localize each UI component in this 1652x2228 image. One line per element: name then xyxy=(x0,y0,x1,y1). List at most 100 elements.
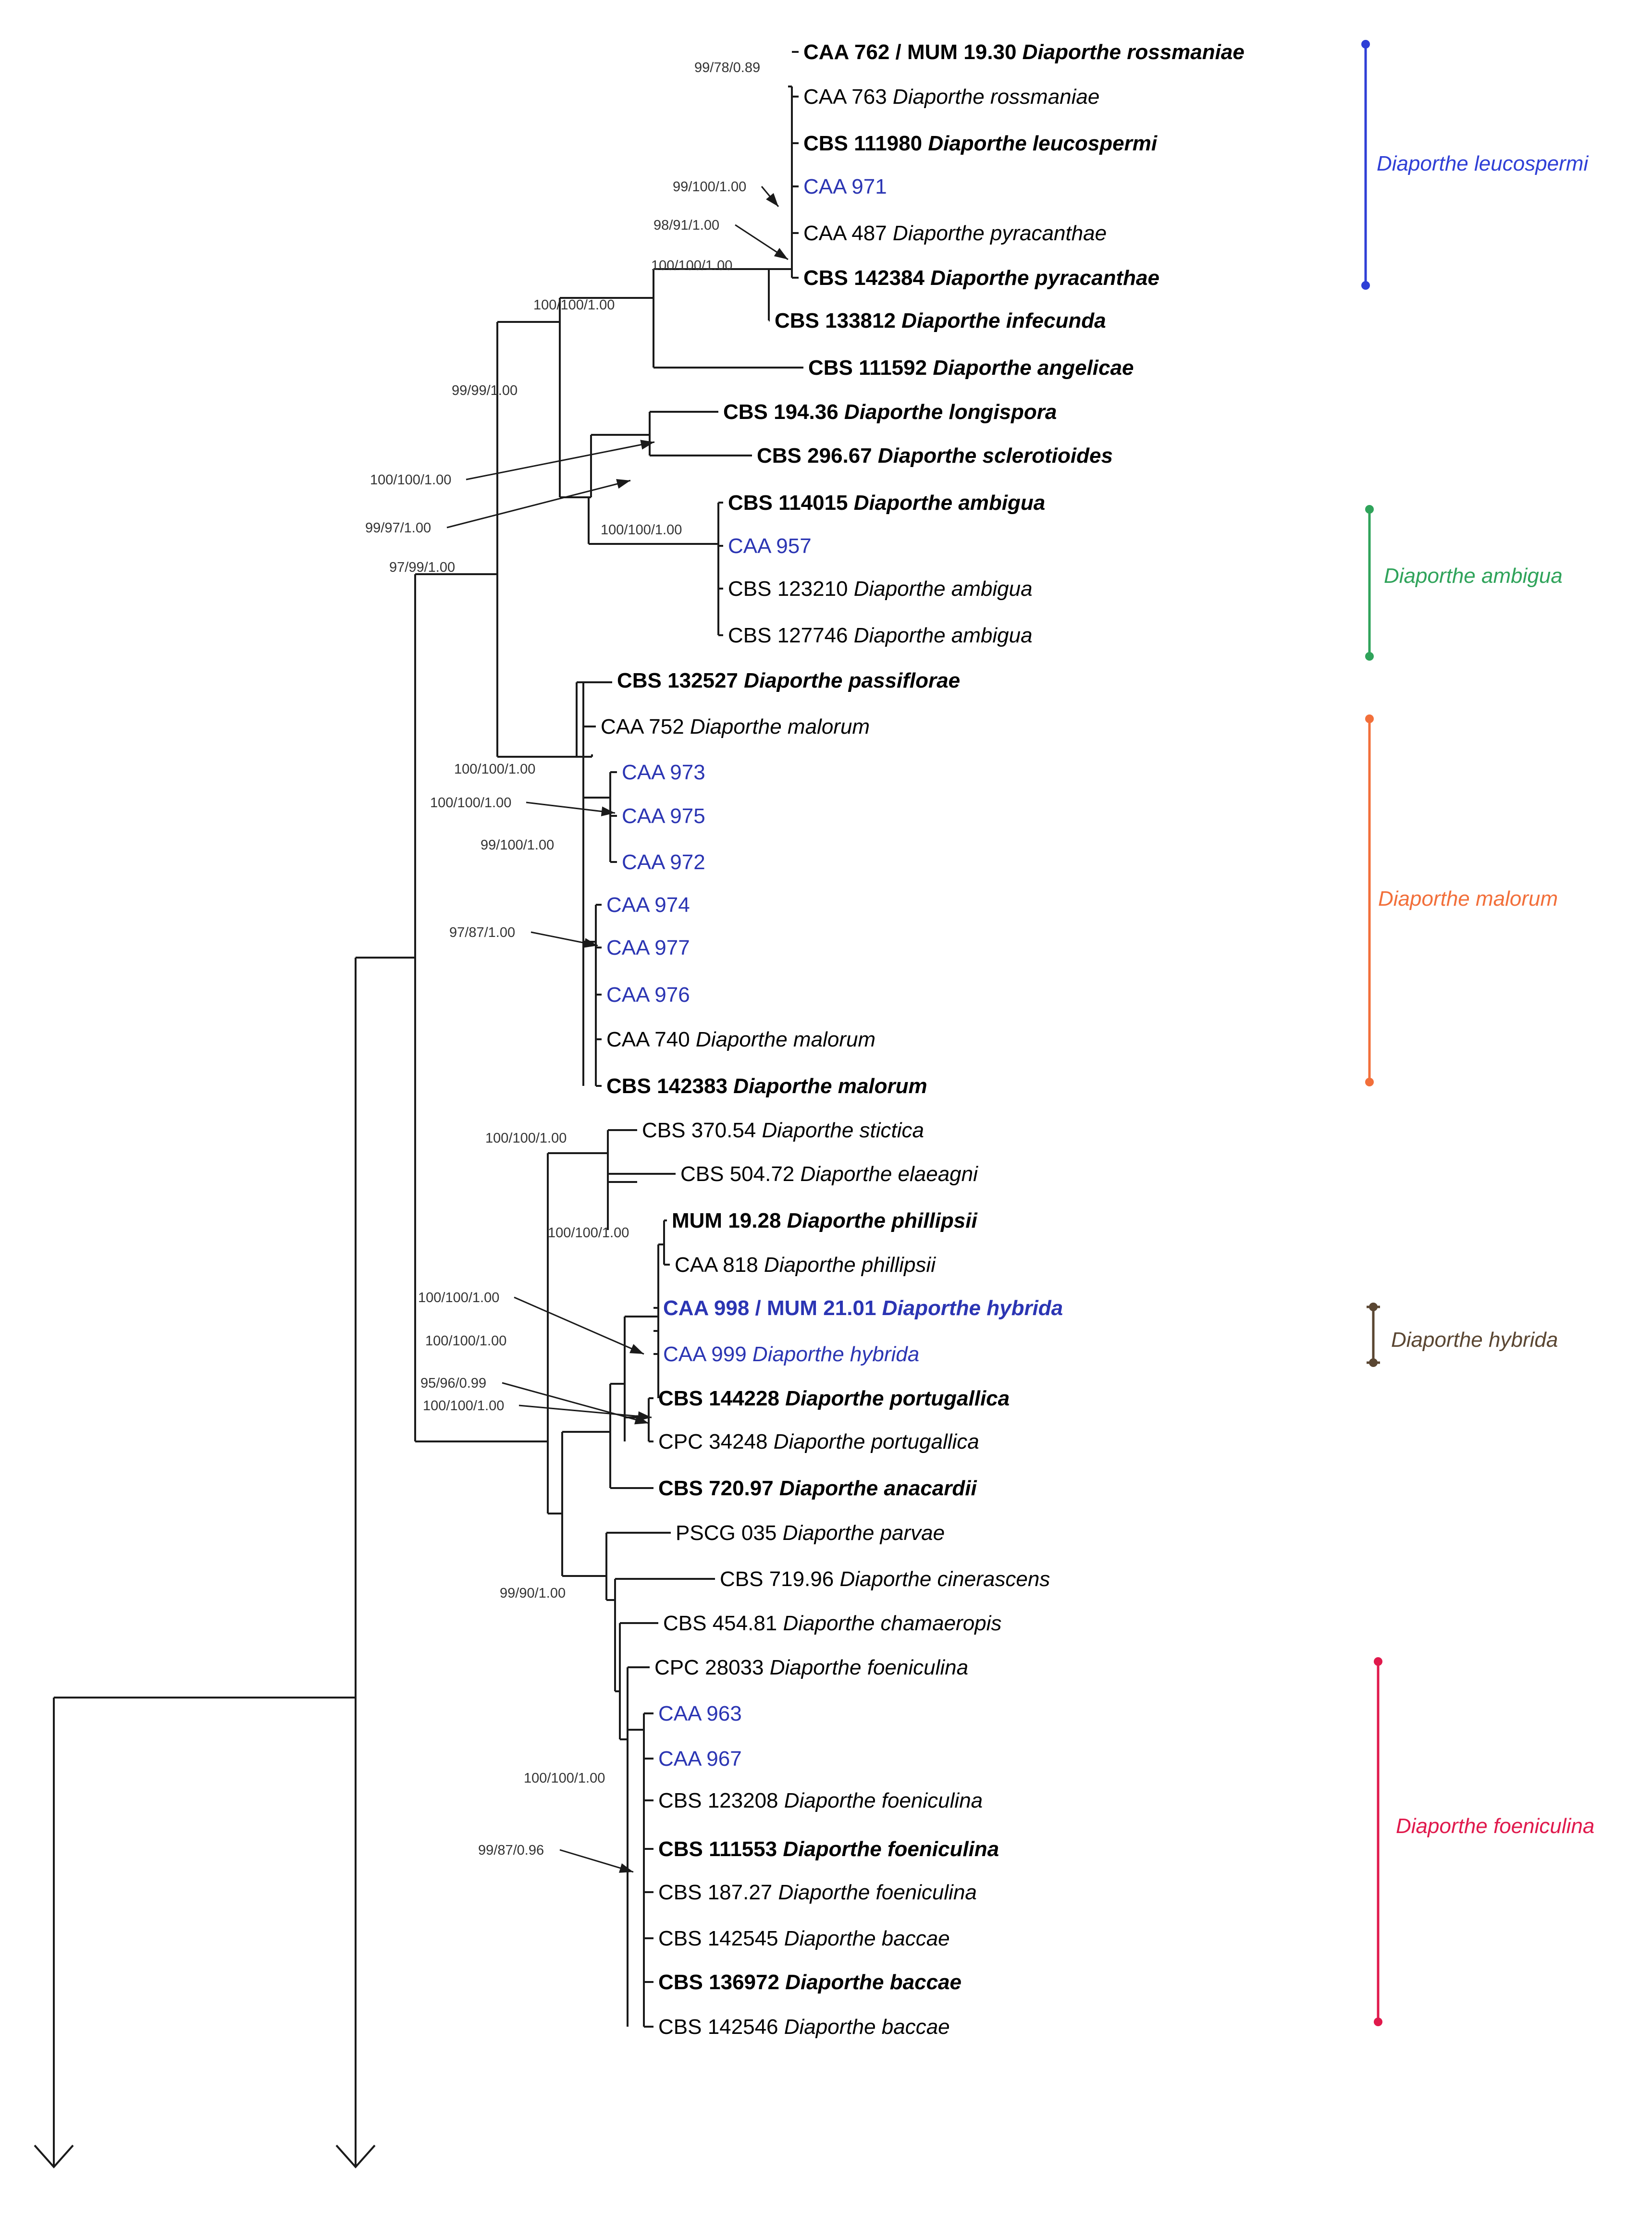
tip-label: CAA 972 xyxy=(622,850,705,874)
tip-species: Diaporthe rossmaniae xyxy=(1016,40,1244,64)
tip-label: CAA 977 xyxy=(606,936,690,960)
tip-label: CAA 967 xyxy=(658,1747,742,1771)
tip-label: CBS 123210 Diaporthe ambigua xyxy=(728,577,1033,601)
arrowhead-icon xyxy=(774,247,788,259)
tip-species: Diaporthe infecunda xyxy=(896,309,1106,332)
tip-species: Diaporthe chamaeropis xyxy=(777,1612,1001,1635)
arrowhead-icon xyxy=(766,193,778,207)
tip-code: CAA 963 xyxy=(658,1702,742,1725)
tip-species: Diaporthe ambigua xyxy=(848,577,1033,601)
support-value: 100/100/1.00 xyxy=(454,762,535,777)
tip-label: CBS 370.54 Diaporthe stictica xyxy=(642,1119,924,1142)
tip-label: CAA 752 Diaporthe malorum xyxy=(601,715,870,739)
tip-code: CBS 187.27 xyxy=(658,1881,772,1904)
support-value: 98/91/1.00 xyxy=(653,218,719,233)
tip-labels: CAA 762 / MUM 19.30 Diaporthe rossmaniae… xyxy=(601,40,1245,2039)
arrowhead-icon xyxy=(638,1411,652,1421)
support-value: 99/78/0.89 xyxy=(694,60,760,75)
tip-species: Diaporthe portugallica xyxy=(767,1430,979,1453)
tip-label: CBS 454.81 Diaporthe chamaeropis xyxy=(663,1612,1001,1635)
tip-label: CBS 132527 Diaporthe passiflorae xyxy=(617,669,960,692)
tip-species: Diaporthe baccae xyxy=(778,1927,950,1950)
tip-label: CAA 975 xyxy=(622,804,705,828)
support-value: 99/100/1.00 xyxy=(481,837,554,853)
tip-code: CAA 967 xyxy=(658,1747,742,1771)
tip-label: MUM 19.28 Diaporthe phillipsii xyxy=(672,1209,977,1232)
tip-code: CAA 977 xyxy=(606,936,690,960)
arrowhead-icon xyxy=(629,1344,644,1354)
tip-species: Diaporthe leucospermi xyxy=(922,132,1158,155)
tip-code: CBS 142546 xyxy=(658,2015,778,2039)
support-value: 99/90/1.00 xyxy=(500,1586,566,1601)
clade-label: Diaporthe foeniculina xyxy=(1396,1814,1594,1838)
tip-label: CPC 34248 Diaporthe portugallica xyxy=(658,1430,979,1453)
tip-species: Diaporthe pyracanthae xyxy=(887,222,1107,245)
tip-label: CBS 719.96 Diaporthe cinerascens xyxy=(720,1567,1050,1591)
support-value: 100/100/1.00 xyxy=(524,1771,605,1786)
support-value: 100/100/1.00 xyxy=(548,1225,629,1241)
tip-label: CAA 971 xyxy=(803,175,887,198)
down-arrow-icon xyxy=(34,2144,74,2169)
tip-label: CBS 111980 Diaporthe leucospermi xyxy=(803,132,1158,155)
tip-species: Diaporthe malorum xyxy=(684,715,870,739)
tip-code: CBS 136972 xyxy=(658,1970,779,1994)
pointer-arrow xyxy=(502,1382,649,1424)
support-value: 97/87/1.00 xyxy=(449,925,515,940)
tip-code: CBS 111592 xyxy=(808,356,927,380)
support-pointer-arrows xyxy=(446,186,789,1873)
tip-label: CBS 123208 Diaporthe foeniculina xyxy=(658,1789,983,1812)
tip-code: PSCG 035 xyxy=(676,1521,777,1545)
tip-label: CBS 133812 Diaporthe infecunda xyxy=(775,309,1106,332)
support-value: 100/100/1.00 xyxy=(651,258,732,273)
tip-code: CBS 111980 xyxy=(803,132,922,155)
tree-branches xyxy=(34,51,803,2169)
tip-code: CAA 998 / MUM 21.01 xyxy=(663,1296,876,1320)
tip-species: Diaporthe baccae xyxy=(778,2015,950,2039)
tip-code: CBS 114015 xyxy=(728,491,848,515)
tip-code: CBS 123210 xyxy=(728,577,848,601)
tip-label: CAA 763 Diaporthe rossmaniae xyxy=(803,85,1099,109)
tip-species: Diaporthe foeniculina xyxy=(777,1837,999,1861)
tip-species: Diaporthe anacardii xyxy=(774,1477,977,1500)
support-value: 99/99/1.00 xyxy=(452,383,518,398)
support-value: 95/96/0.99 xyxy=(420,1376,486,1391)
tip-code: CAA 974 xyxy=(606,893,690,917)
tip-code: CBS 142384 xyxy=(803,266,925,290)
support-value: 99/100/1.00 xyxy=(673,179,746,195)
tip-code: CBS 127746 xyxy=(728,624,848,647)
support-value: 100/100/1.00 xyxy=(485,1131,567,1146)
support-value: 100/100/1.00 xyxy=(418,1290,499,1305)
tip-label: CAA 963 xyxy=(658,1702,742,1725)
tip-code: CPC 28033 xyxy=(654,1656,764,1679)
tip-code: MUM 19.28 xyxy=(672,1209,781,1232)
arrowhead-icon xyxy=(619,1863,633,1873)
tip-species: Diaporthe angelicae xyxy=(927,356,1134,380)
clade-bar-end xyxy=(1374,2018,1382,2026)
tip-species: Diaporthe hybrida xyxy=(747,1342,920,1366)
support-value: 100/100/1.00 xyxy=(430,795,511,811)
tip-code: CAA 973 xyxy=(622,761,705,784)
tip-label: CBS 142546 Diaporthe baccae xyxy=(658,2015,950,2039)
tip-species: Diaporthe rossmaniae xyxy=(887,85,1100,109)
tip-species: Diaporthe foeniculina xyxy=(772,1881,977,1904)
tip-code: CAA 976 xyxy=(606,983,690,1007)
tip-species: Diaporthe foeniculina xyxy=(764,1656,968,1679)
tip-code: CBS 454.81 xyxy=(663,1612,777,1635)
tip-label: CAA 999 Diaporthe hybrida xyxy=(663,1342,919,1366)
arrowhead-icon xyxy=(601,806,615,816)
tip-code: CBS 719.96 xyxy=(720,1567,834,1591)
tip-code: CAA 740 xyxy=(606,1028,690,1051)
tip-label: CBS 136972 Diaporthe baccae xyxy=(658,1970,962,1994)
tip-label: CBS 111553 Diaporthe foeniculina xyxy=(658,1837,999,1861)
tip-species: Diaporthe malorum xyxy=(690,1028,875,1051)
tip-species: Diaporthe cinerascens xyxy=(834,1567,1050,1591)
tip-code: CAA 752 xyxy=(601,715,684,739)
tip-code: CAA 487 xyxy=(803,222,887,245)
tip-species: Diaporthe phillipsii xyxy=(758,1253,937,1277)
tip-species: Diaporthe elaeagni xyxy=(794,1162,978,1186)
support-value: 100/100/1.00 xyxy=(423,1398,504,1414)
tip-code: CAA 762 / MUM 19.30 xyxy=(803,40,1016,64)
clade-label: Diaporthe leucospermi xyxy=(1377,152,1589,175)
tip-label: CBS 127746 Diaporthe ambigua xyxy=(728,624,1033,647)
